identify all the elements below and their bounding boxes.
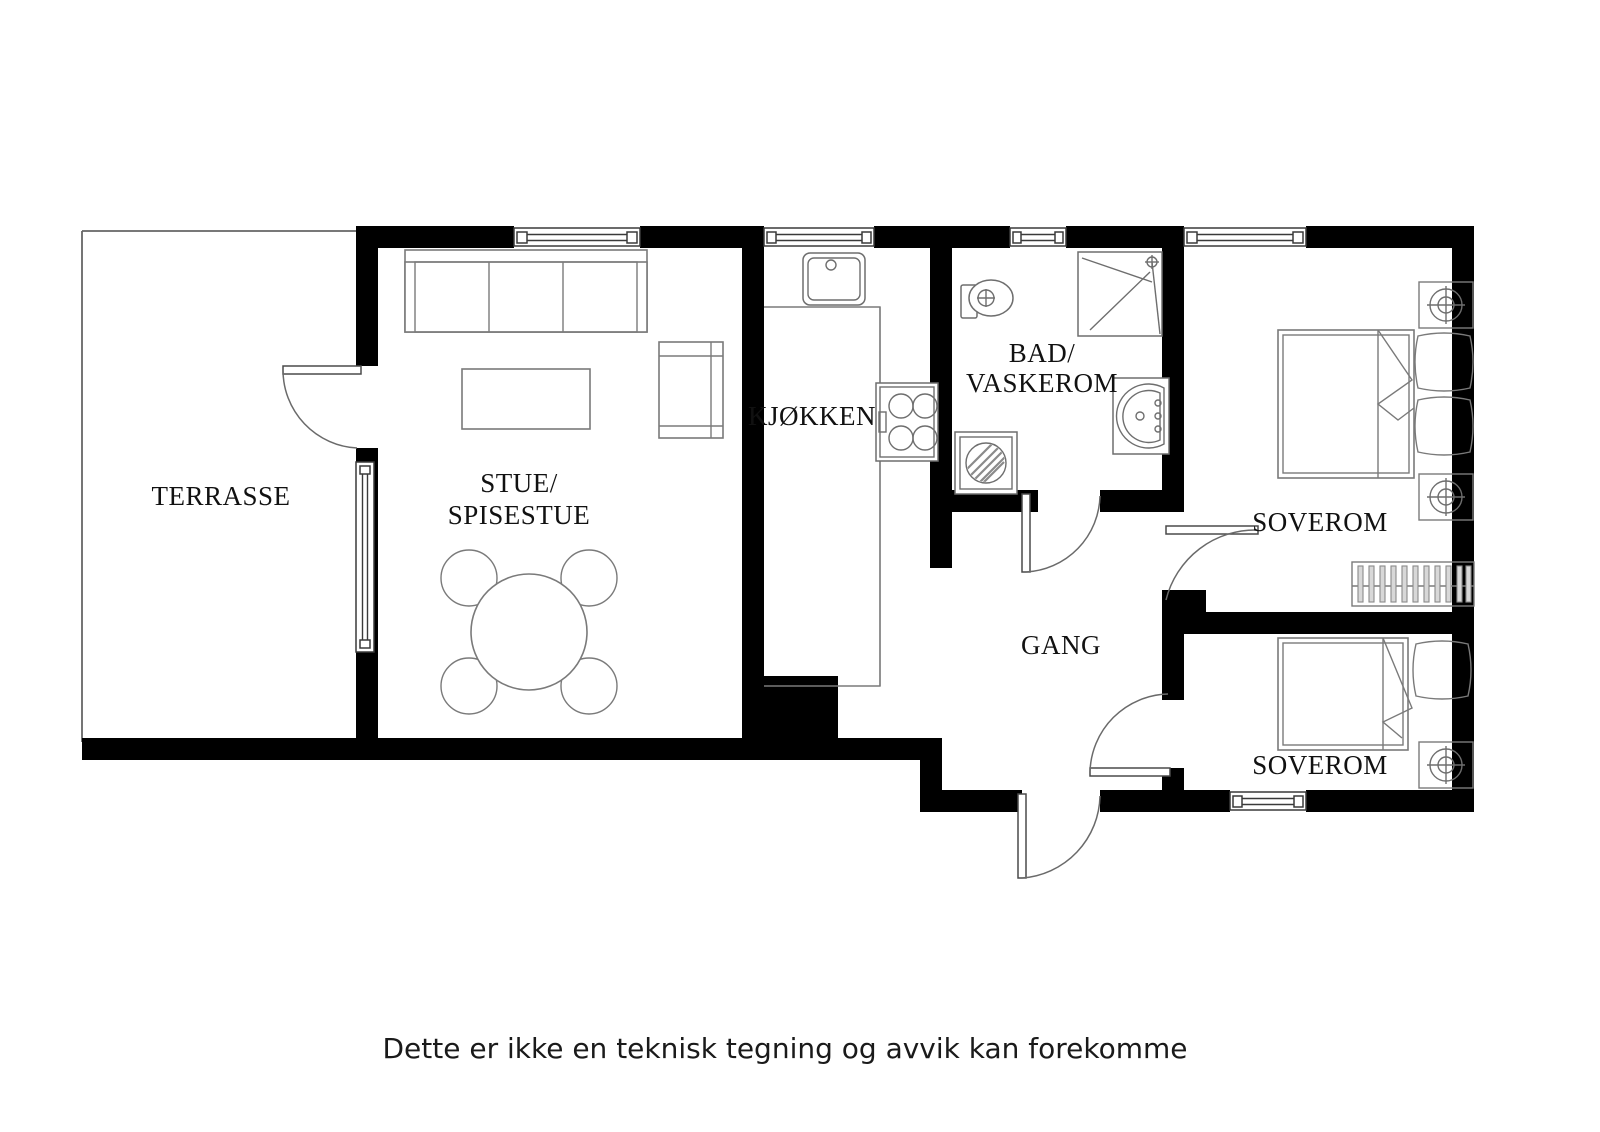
radiator [1351, 561, 1475, 607]
room-label-stue-line2: SPISESTUE [448, 500, 591, 530]
door-entrance[interactable] [1017, 793, 1101, 879]
washing-machine [954, 431, 1018, 495]
toilet [960, 279, 1014, 319]
door-terrasse[interactable] [282, 365, 362, 449]
room-label-stue-line1: STUE/ [480, 468, 558, 498]
nightstand-x2-soverom-1 [1418, 281, 1474, 521]
window-soverom-2 [1229, 791, 1307, 811]
room-label-bad-line2: VASKEROM [966, 368, 1118, 398]
cooktop-four-burner [875, 382, 939, 462]
room-label-terrasse: TERRASSE [151, 481, 290, 511]
disclaimer-caption: Dette er ikke en teknisk tegning og avvi… [382, 1032, 1187, 1065]
round-dining-table [440, 549, 618, 715]
window-soverom-1 [1183, 227, 1307, 247]
lamp-soverom-2 [1427, 746, 1465, 784]
sofa-three-seat [404, 249, 648, 333]
lamp-x2-soverom-1 [1427, 286, 1465, 516]
room-label-soverom-2: SOVEROM [1252, 750, 1388, 780]
room-label-kjokken: KJØKKEN [748, 401, 876, 431]
door-soverom-2[interactable] [1089, 693, 1171, 777]
room-label-bad-line1: BAD/ [1009, 338, 1076, 368]
pillow-soverom-2 [1412, 640, 1472, 700]
room-label-soverom-1: SOVEROM [1252, 507, 1388, 537]
door-bad[interactable] [1021, 493, 1101, 573]
sliding-door-terrasse[interactable] [355, 461, 375, 653]
double-bed [1277, 329, 1415, 479]
window-kjokken [763, 227, 875, 247]
pillow-x2-soverom-1 [1414, 332, 1474, 456]
single-bed [1277, 637, 1413, 751]
wash-basin [1112, 377, 1170, 455]
coffee-table [461, 368, 591, 430]
room-label-gang: GANG [1021, 630, 1101, 660]
shower [1077, 251, 1163, 337]
door-soverom-1[interactable] [1165, 525, 1259, 601]
window-bad [1009, 227, 1067, 247]
nightstand-soverom-2 [1418, 741, 1474, 789]
kitchen-countertop [764, 306, 881, 687]
armchair [658, 341, 724, 439]
window-stue [513, 227, 641, 247]
kitchen-sink [802, 252, 866, 306]
